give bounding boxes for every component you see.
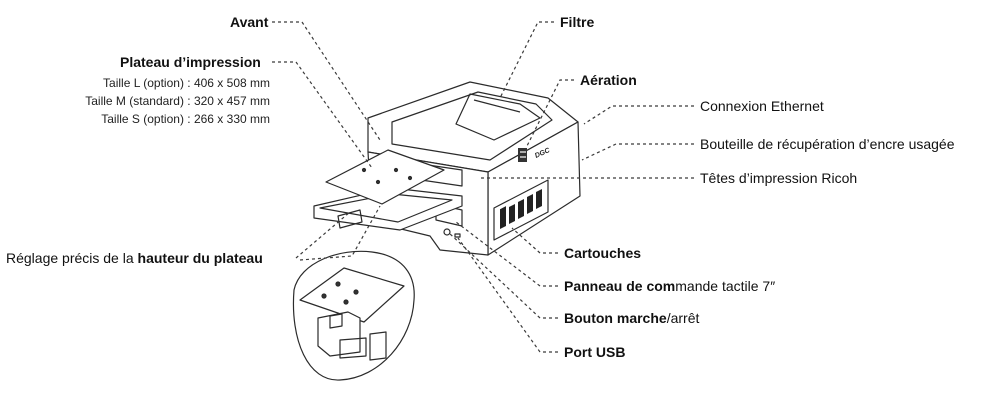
leader-bouteille bbox=[581, 143, 694, 161]
leader-bouton bbox=[447, 231, 558, 319]
label-usb: Port USB bbox=[564, 344, 626, 360]
plateau-size-m: Taille M (standard) : 320 x 457 mm bbox=[85, 94, 270, 108]
plateau-size-m-value: 320 x 457 mm bbox=[193, 94, 270, 108]
plateau-size-s: Taille S (option) : 266 x 330 mm bbox=[101, 112, 270, 126]
label-ethernet: Connexion Ethernet bbox=[700, 98, 824, 114]
label-cartouches: Cartouches bbox=[564, 245, 642, 261]
plateau-size-l-label: Taille L (option) : bbox=[103, 76, 194, 90]
label-panneau-bold: Panneau de com bbox=[564, 278, 676, 294]
label-panneau: Panneau de commande tactile 7″ bbox=[564, 278, 775, 294]
leader-aeration bbox=[525, 79, 574, 149]
label-bouton-bold: Bouton marche bbox=[564, 310, 667, 326]
label-panneau-rest: mande tactile 7″ bbox=[675, 278, 776, 294]
zoom-inset bbox=[292, 250, 415, 381]
leader-ethernet bbox=[583, 105, 694, 125]
filter-window bbox=[455, 93, 541, 141]
plateau-size-l-value: 406 x 508 mm bbox=[193, 76, 270, 90]
leader-filtre bbox=[499, 21, 554, 99]
label-filtre: Filtre bbox=[560, 14, 595, 30]
label-tetes: Têtes d’impression Ricoh bbox=[700, 170, 858, 186]
cartridge-bay bbox=[493, 179, 549, 241]
label-plateau: Plateau d’impression bbox=[120, 54, 261, 70]
label-aeration: Aération bbox=[580, 72, 637, 88]
leader-cartouches bbox=[511, 227, 558, 254]
leader-panneau bbox=[455, 221, 558, 287]
plateau-size-m-label: Taille M (standard) : bbox=[85, 94, 194, 108]
label-bouteille: Bouteille de récupération d’encre usagée bbox=[700, 136, 955, 152]
label-reglage-bold: hauteur du plateau bbox=[137, 250, 263, 266]
label-avant: Avant bbox=[230, 14, 269, 30]
plateau-size-s-label: Taille S (option) : bbox=[101, 112, 194, 126]
leader-usb bbox=[457, 237, 558, 353]
leader-zoom bbox=[299, 205, 381, 261]
plateau-size-s-value: 266 x 330 mm bbox=[193, 112, 270, 126]
power-button-mark bbox=[443, 228, 451, 236]
label-bouton-rest: /arrêt bbox=[666, 310, 700, 326]
label-reglage: Réglage précis de la hauteur du plateau bbox=[6, 250, 263, 266]
plateau-size-l: Taille L (option) : 406 x 508 mm bbox=[103, 76, 270, 90]
usb-port-mark bbox=[454, 233, 461, 238]
label-reglage-text: Réglage précis de la bbox=[6, 250, 138, 266]
vent-grille bbox=[518, 148, 527, 162]
leader-plateau bbox=[272, 61, 373, 169]
leader-avant bbox=[272, 21, 381, 141]
label-bouton: Bouton marche/arrêt bbox=[564, 310, 699, 326]
